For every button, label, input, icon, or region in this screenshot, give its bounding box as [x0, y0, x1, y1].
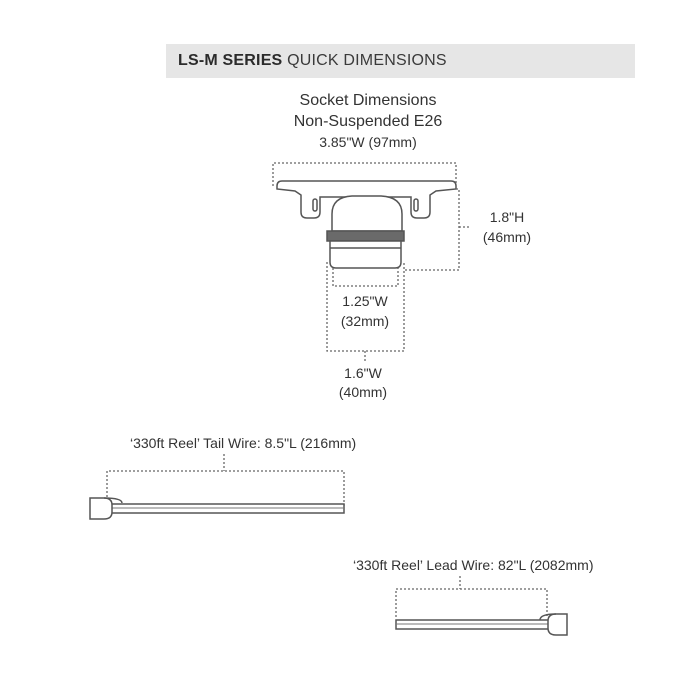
header-subtitle: QUICK DIMENSIONS [287, 52, 447, 69]
socket-flange [276, 180, 457, 219]
lead-wire [395, 576, 568, 636]
socket-subtitle: Non-Suspended E26 [293, 113, 443, 130]
inner-width-label: 1.25"W [342, 293, 388, 309]
bottom-width-mm-label: (40mm) [338, 384, 388, 400]
socket-illustration [276, 180, 457, 269]
socket-collar [326, 230, 405, 242]
tail-wire-connector [89, 497, 113, 520]
tail-wire [89, 454, 345, 520]
bottom-width-label: 1.6"W [344, 365, 382, 381]
inner-width-mm-label: (32mm) [340, 313, 390, 329]
section-header: LS-M SERIES QUICK DIMENSIONS [166, 44, 635, 78]
socket-title: Socket Dimensions [299, 92, 437, 109]
socket-height-label: 1.8"H [489, 209, 525, 225]
header-title: LS-M SERIES QUICK DIMENSIONS [178, 52, 447, 70]
series-name: LS-M SERIES [178, 52, 283, 69]
tail-wire-dim [106, 454, 345, 507]
socket-dimension-lines [272, 162, 470, 362]
inner-width-inner [332, 268, 399, 287]
socket-width-label: 3.85"W (97mm) [319, 134, 417, 150]
lead-wire-connector [547, 613, 568, 636]
lead-wire-dim [395, 576, 548, 617]
socket-height-mm-label: (46mm) [482, 229, 532, 245]
tail-wire-label: ‘330ft Reel’ Tail Wire: 8.5"L (216mm) [130, 435, 357, 451]
socket-base [329, 240, 402, 269]
top-width-dim [272, 162, 457, 186]
height-dim [404, 188, 460, 271]
mount-slot-left [312, 198, 318, 212]
mount-slot-right [413, 198, 419, 212]
lead-wire-label: ‘330ft Reel’ Lead Wire: 82"L (2082mm) [353, 557, 594, 573]
socket-body [331, 195, 403, 232]
inner-width-dim [326, 262, 405, 352]
